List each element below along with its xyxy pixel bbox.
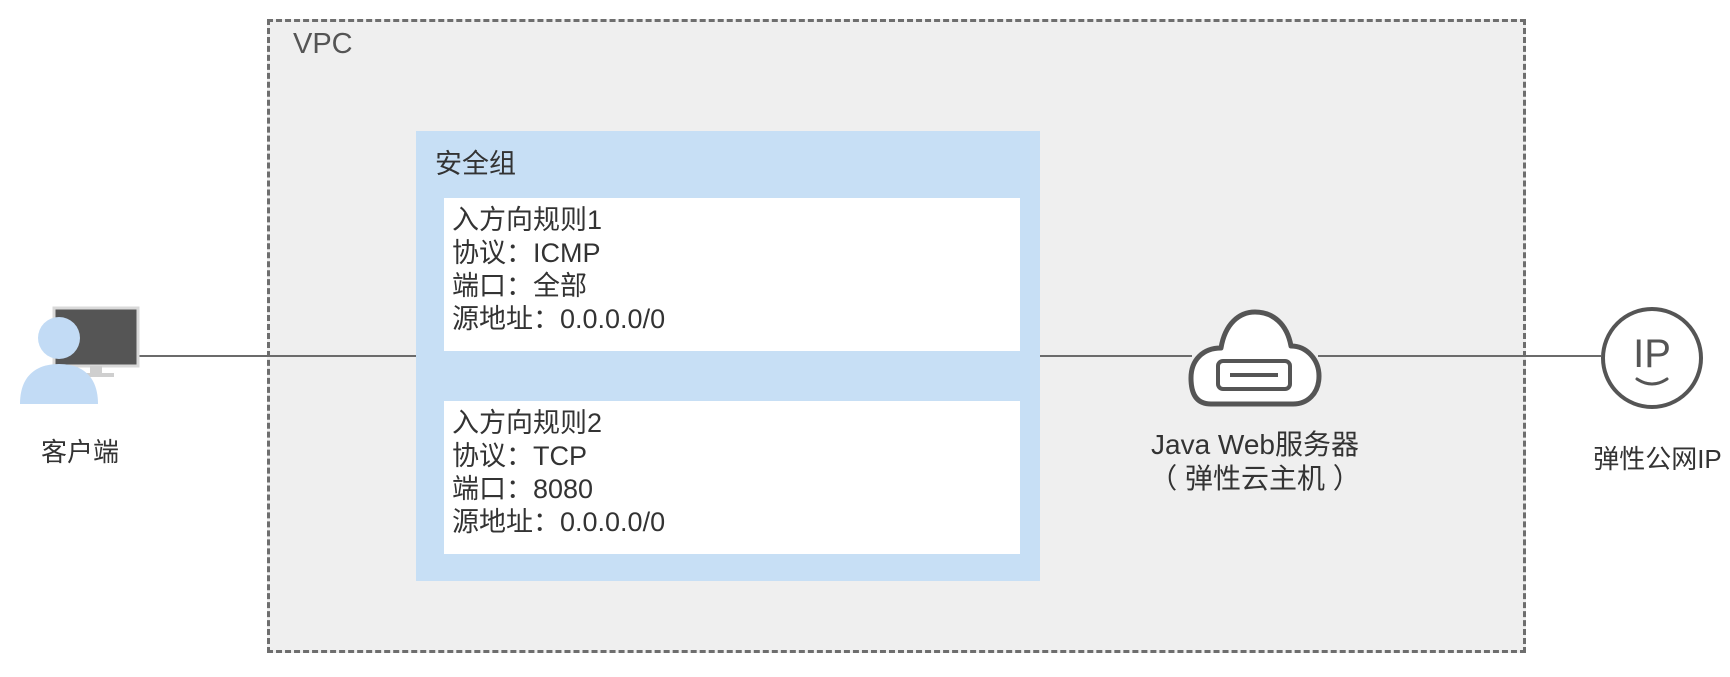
server-to-eip-line	[1318, 355, 1601, 357]
client-label: 客户端	[40, 437, 119, 467]
rule-source: 源地址：0.0.0.0/0	[452, 304, 666, 334]
elastic-ip-icon: IP	[1601, 307, 1703, 409]
inbound-rule-1: 入方向规则1 协议：ICMP 端口：全部 源地址：0.0.0.0/0	[444, 198, 1020, 351]
eip-label: 弹性公网IP	[1593, 444, 1722, 474]
rule-protocol: 协议：ICMP	[452, 238, 601, 268]
eip-icon-text: IP	[1633, 332, 1671, 376]
rule-title: 入方向规则2	[452, 408, 603, 438]
rule-port: 端口：8080	[452, 474, 594, 504]
cloud-server-icon	[1188, 309, 1322, 407]
rule-source: 源地址：0.0.0.0/0	[452, 507, 666, 537]
security-group-label: 安全组	[435, 149, 516, 179]
rule-port: 端口：全部	[452, 271, 587, 301]
vpc-label: VPC	[293, 28, 353, 60]
security-group-to-server-line	[1040, 355, 1192, 357]
rule-protocol: 协议：TCP	[452, 441, 587, 471]
inbound-rule-2: 入方向规则2 协议：TCP 端口：8080 源地址：0.0.0.0/0	[444, 401, 1020, 554]
server-label: Java Web服务器 （ 弹性云主机 ）	[1120, 428, 1390, 496]
client-to-security-group-line	[138, 355, 416, 357]
rule-title: 入方向规则1	[452, 205, 603, 235]
server-label-line2: （ 弹性云主机 ）	[1149, 463, 1361, 494]
server-label-line1: Java Web服务器	[1151, 429, 1359, 460]
user-computer-icon	[20, 306, 140, 404]
